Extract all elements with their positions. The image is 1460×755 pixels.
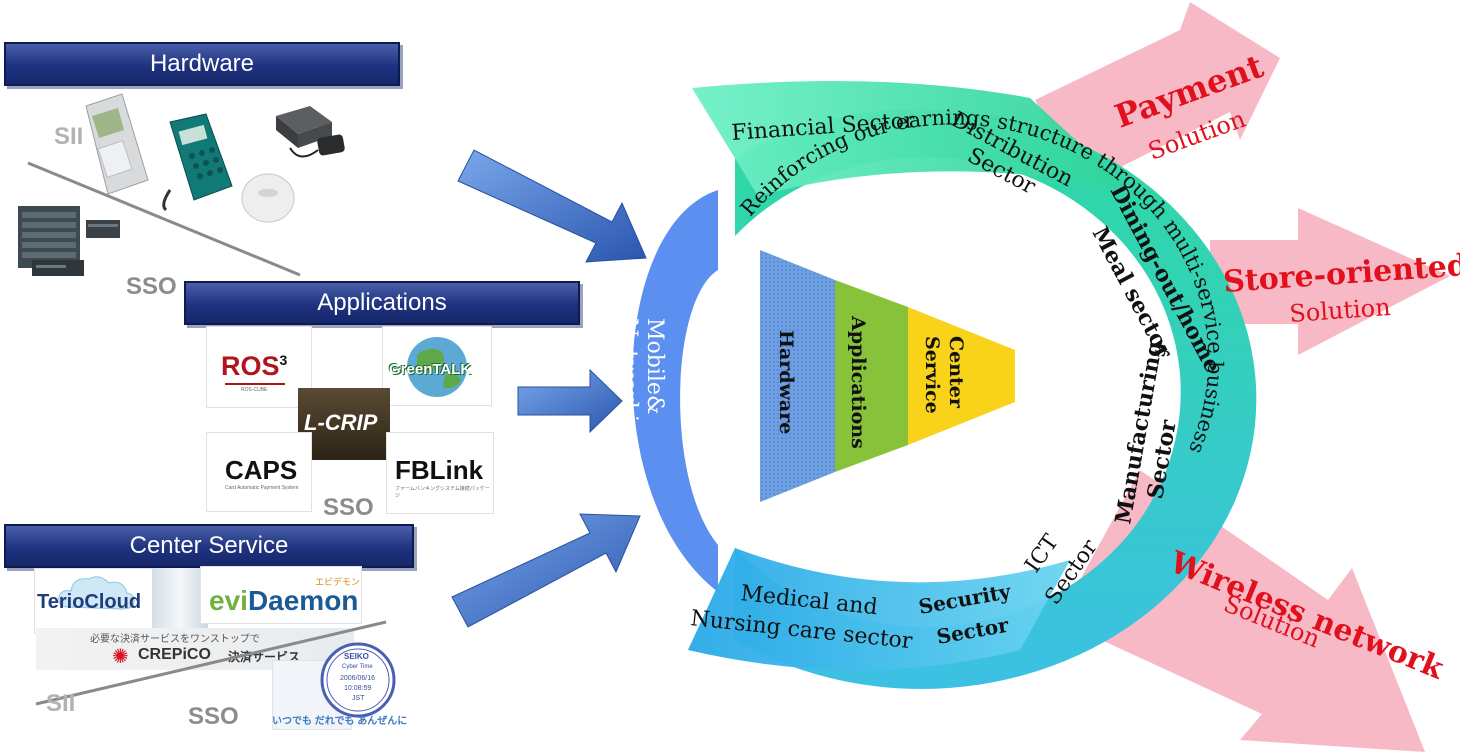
funnel-applications-label: Applications: [847, 315, 869, 449]
store-label-2: Solution: [1288, 293, 1391, 328]
payment-terminal-image: [85, 93, 149, 195]
fblink-sub: ファームバンキングシステム接続パッケージ: [395, 486, 490, 499]
mobile-label-2: Networking: [616, 318, 641, 450]
evidaemon-logo: eviDaemon: [209, 585, 359, 616]
hardware-sso-label: SSO: [126, 273, 177, 300]
cloud-icon: [58, 576, 135, 610]
funnel-center-service: [908, 307, 1015, 445]
sector-ring: [735, 109, 1257, 689]
network-device-image: [32, 260, 84, 276]
evidaemon-kana: エビデモン: [315, 577, 361, 587]
ros-sub: ROS-CUBE: [241, 387, 268, 393]
funnel-center-label-1: Center: [945, 336, 967, 409]
greentalk-logo: GreenTALK: [389, 361, 472, 378]
center-sii-label: SII: [46, 690, 76, 717]
mobile-label-1: Mobile&: [642, 318, 667, 415]
fblink-logo-tile: FBLink ファームバンキングシステム接続パッケージ: [386, 432, 494, 514]
evidaemon-logo-tile: eviDaemon エビデモン: [200, 566, 362, 624]
caps-logo: CAPS: [225, 455, 298, 485]
ros-logo-tile: ROS3 ROS-CUBE: [206, 326, 312, 408]
lcrip-logo-tile: L-CRIP: [298, 388, 390, 460]
caps-sub: Card Automatic Payment System: [225, 485, 299, 491]
fblink-logo: FBLink: [395, 455, 484, 485]
stamp-time: 10:08:59: [344, 685, 372, 692]
card-reader-pinpad-image: [162, 113, 233, 212]
crepico-swirl-icon: ✺: [112, 646, 129, 668]
seiko-stamp-icon: [320, 642, 396, 718]
teriocloud-logo: TerioCloud: [37, 591, 142, 613]
center-service-title: Center Service: [129, 532, 289, 559]
seiko-label: SEIKO: [344, 652, 369, 661]
server-unit-image: [86, 220, 120, 238]
lcrip-logo: L-CRIP: [304, 410, 378, 435]
datacenter-photo: [152, 568, 208, 632]
caps-logo-tile: CAPS Card Automatic Payment System: [206, 432, 312, 512]
crepico-tagline: 必要な決済サービスをワンストップで: [90, 634, 260, 645]
stamp-date: 2006/06/16: [340, 675, 376, 682]
hardware-images: [18, 93, 345, 277]
applications-title: Applications: [317, 289, 447, 316]
hardware-divider: [27, 161, 301, 277]
crepico-logo-tile: 必要な決済サービスをワンストップで ✺ CREPiCO 決済サービス: [36, 628, 354, 670]
ros-underline: [225, 383, 285, 385]
bottom-ribbon: [688, 548, 1070, 670]
rack-server-image: [18, 206, 80, 268]
center-service-divider: [35, 620, 387, 706]
teriocloud-logo-tile: TerioCloud: [34, 568, 156, 634]
round-reader-image: [241, 173, 295, 223]
hardware-sii-label: SII: [54, 123, 84, 150]
funnel-hardware-label: Hardware: [775, 330, 797, 434]
hardware-banner: Hardware: [4, 42, 400, 86]
itsu-tagline: いつでも だれでも あんぜんに: [272, 716, 408, 727]
funnel-center-label-2: Service: [921, 336, 943, 414]
top-ribbon: [692, 80, 1130, 196]
stamp-tz: JST: [352, 695, 365, 702]
payment-arrow: [1035, 2, 1280, 185]
ic-card-reader-image: [276, 106, 345, 158]
greentalk-logo-tile: GreenTALK: [382, 326, 492, 406]
hardware-title: Hardware: [149, 50, 255, 77]
store-oriented-arrow: [1210, 208, 1450, 355]
ros-logo: ROS3: [221, 351, 288, 381]
center-sso-label: SSO: [188, 703, 239, 730]
center-service-arrow: [451, 513, 641, 628]
applications-arrow: [517, 368, 623, 434]
globe-icon: [407, 337, 467, 397]
funnel-applications: [835, 280, 908, 472]
crepico-logo: CREPiCO: [138, 646, 211, 663]
funnel-hardware: [760, 250, 835, 502]
hardware-arrow: [457, 149, 647, 263]
seiko-sub: Cyber Time: [342, 664, 373, 670]
mobile-networking-band: [632, 190, 718, 592]
applications-banner: Applications: [184, 281, 580, 325]
applications-sso-label: SSO: [323, 494, 374, 521]
